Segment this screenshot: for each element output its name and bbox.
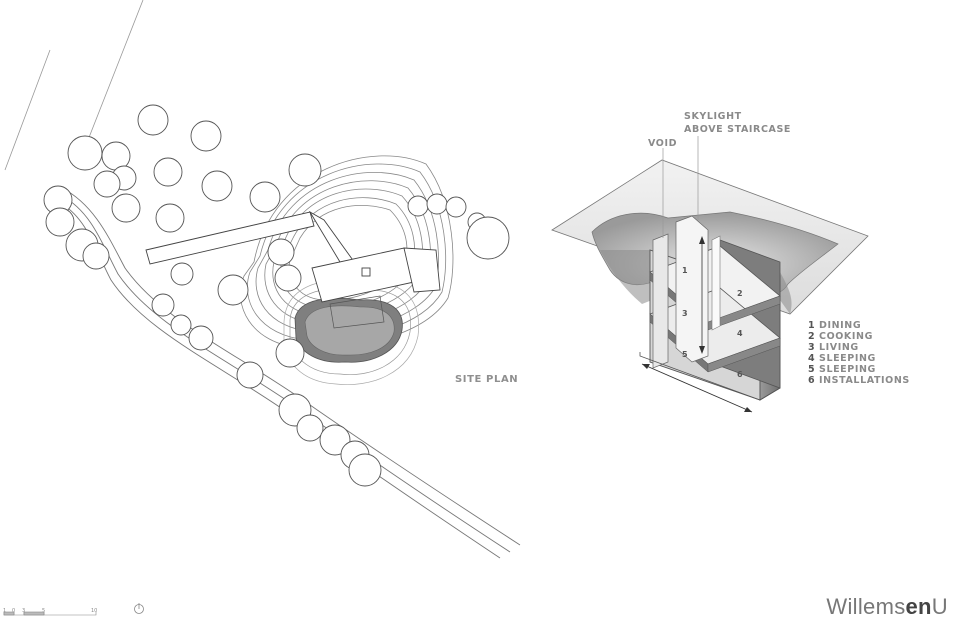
isometric-section: 1 2 3 4 5 6 (551, 136, 869, 413)
scale-tick-label: 3 (22, 608, 26, 614)
scale-tick-label: 0 (12, 608, 16, 614)
callout-above-staircase: ABOVE STAIRCASE (684, 124, 792, 135)
building-plan (145, 210, 441, 329)
room-number-2: 2 (737, 289, 743, 298)
callout-skylight: SKYLIGHT (684, 111, 742, 122)
boundary-line (4, 49, 51, 171)
room-numbers: 1 2 3 4 5 6 (682, 266, 743, 379)
north-arrow-icon (134, 603, 144, 614)
room-number-4: 4 (737, 329, 743, 338)
access-path (145, 211, 315, 265)
room-number-6: 6 (737, 370, 743, 379)
scale-tick-label: 10 (91, 608, 98, 614)
site-plan (4, 0, 521, 559)
callout-void: VOID (648, 138, 678, 149)
house-annex (403, 247, 441, 293)
room-number-3: 3 (682, 309, 688, 318)
scale-bar (3, 611, 97, 616)
skylight-shaft (675, 215, 709, 363)
skylight-plan (361, 267, 371, 277)
trees (43, 104, 510, 487)
scale-tick-label: 1 (3, 608, 7, 614)
brand-logo: WillemsenU (826, 594, 948, 619)
dimension-arrow (641, 363, 753, 413)
scale-tick-label: 5 (42, 608, 46, 614)
boundary-line (87, 0, 144, 141)
room-number-1: 1 (682, 266, 688, 275)
excavated-area-inner (304, 305, 395, 356)
room-number-5: 5 (682, 350, 688, 359)
site-plan-title: SITE PLAN (455, 374, 519, 385)
void-column (652, 233, 669, 369)
